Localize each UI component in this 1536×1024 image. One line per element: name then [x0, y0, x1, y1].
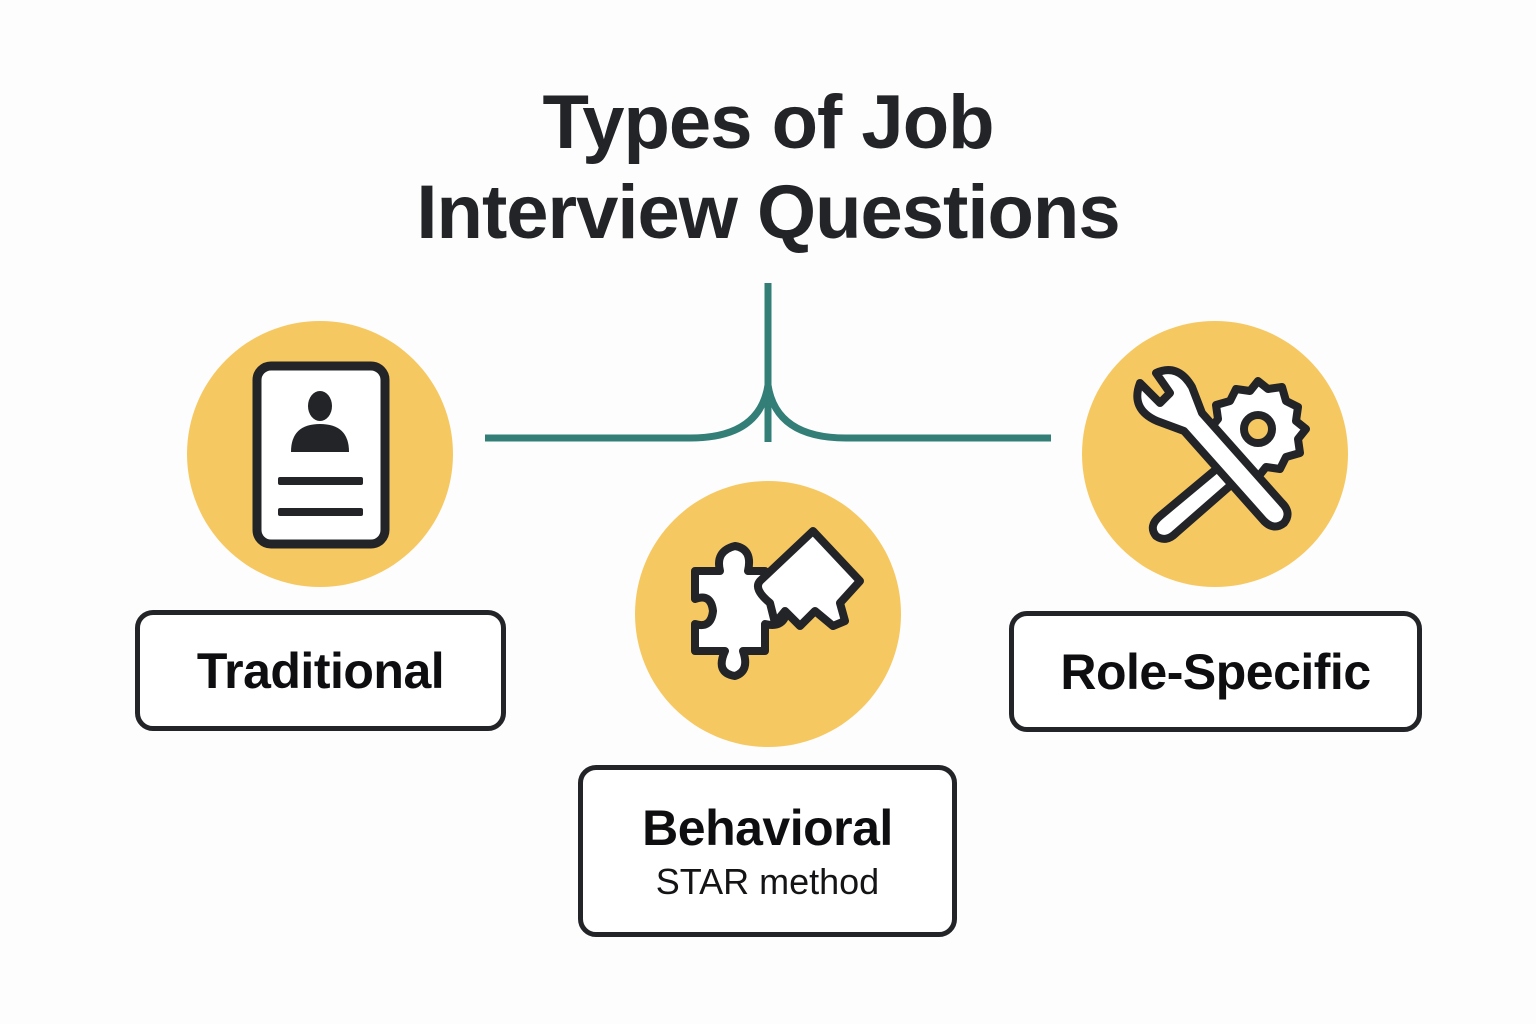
- behavioral-label-box: Behavioral STAR method: [578, 765, 957, 937]
- behavioral-icon-circle: [635, 481, 901, 747]
- title-line-2: Interview Questions: [416, 170, 1120, 255]
- role-specific-label-box: Role-Specific: [1009, 611, 1422, 732]
- diagram-title: Types of Job Interview Questions: [0, 78, 1536, 258]
- behavioral-sublabel: STAR method: [655, 861, 880, 902]
- wrench-gear-tools-icon: [1133, 366, 1310, 543]
- traditional-label-box: Traditional: [135, 610, 506, 731]
- traditional-label: Traditional: [196, 642, 445, 699]
- title-line-1: Types of Job: [542, 80, 994, 165]
- traditional-icon-circle: [187, 321, 453, 587]
- resume-id-card-icon: [252, 361, 390, 549]
- role-specific-icon-circle: [1082, 321, 1348, 587]
- role-specific-label: Role-Specific: [1060, 643, 1371, 700]
- puzzle-pieces-icon: [691, 527, 864, 680]
- behavioral-label: Behavioral: [642, 800, 893, 856]
